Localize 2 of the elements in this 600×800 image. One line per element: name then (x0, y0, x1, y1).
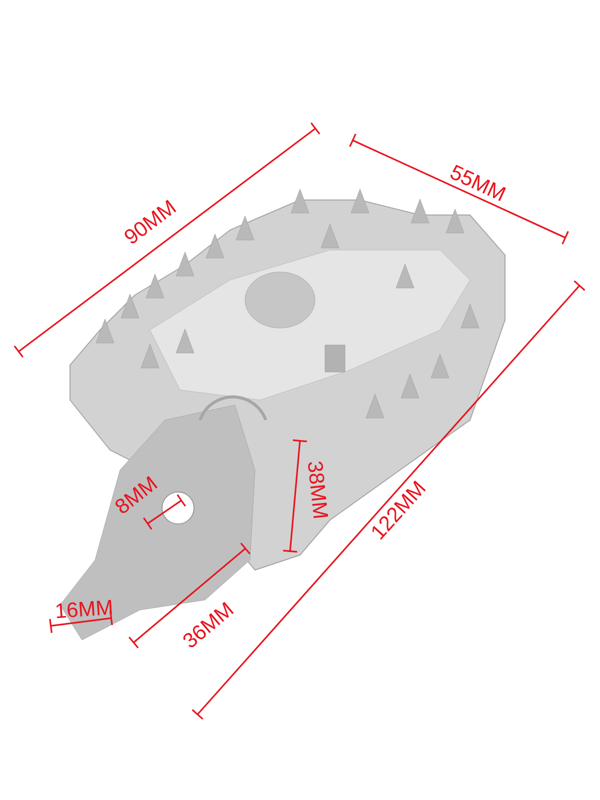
dimension-label: 16MM (56, 600, 112, 618)
dimension-label: 38MM (308, 462, 328, 518)
